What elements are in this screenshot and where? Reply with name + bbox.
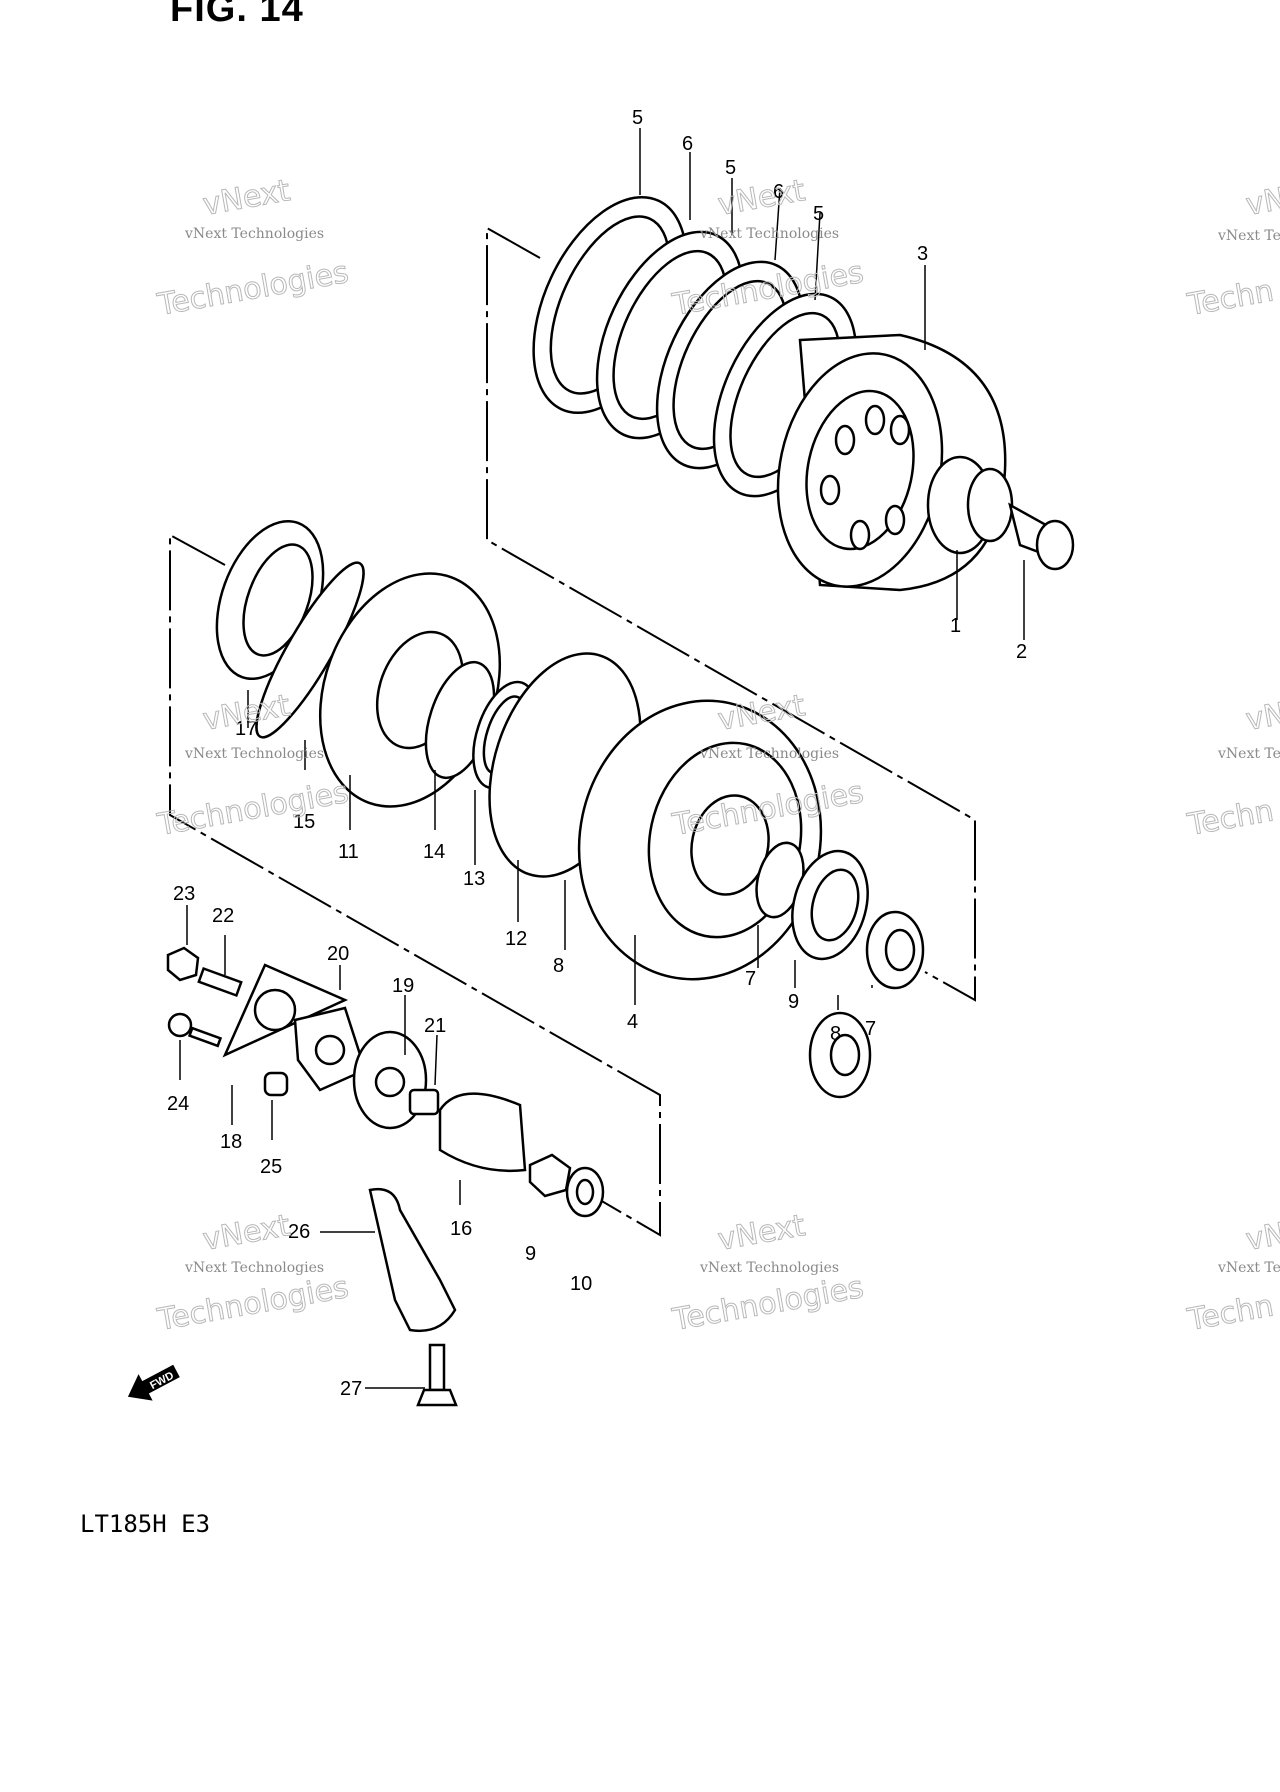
nut-12: [528, 1153, 572, 1198]
svg-text:vNext Technologies: vNext Technologies: [184, 226, 324, 242]
callout-25: 22: [212, 905, 234, 927]
svg-text:Technologies: Technologies: [154, 1270, 351, 1338]
callout-23: 20: [327, 943, 349, 965]
callout-19: 16: [450, 1218, 472, 1240]
svg-text:Techn: Techn: [1184, 1288, 1276, 1338]
callout-4: 4: [627, 1011, 638, 1033]
svg-text:vNext: vNext: [715, 173, 808, 223]
svg-text:Techn: Techn: [1184, 793, 1276, 843]
bearing-9: [791, 849, 869, 961]
primary-driven-gear: [926, 455, 1014, 555]
svg-text:vN: vN: [1243, 1216, 1280, 1257]
callout-29: 26: [288, 1221, 310, 1243]
collar-28: [263, 1071, 289, 1097]
callout-28: 25: [260, 1156, 282, 1178]
callout-26: 23: [173, 883, 195, 905]
model-label: LT185H E3: [80, 1510, 211, 1538]
callout-5: 5: [813, 203, 824, 225]
bolt-27: [167, 1012, 223, 1048]
spring-24: [408, 1088, 440, 1116]
svg-text:vNext Te: vNext Te: [1217, 746, 1280, 762]
svg-text:vNext: vNext: [715, 1208, 808, 1258]
callout-24: 21: [424, 1015, 446, 1037]
hub-7: [865, 910, 925, 990]
callout-17: 14: [423, 841, 445, 863]
svg-text:vNext Te: vNext Te: [1217, 228, 1280, 244]
spacer: [1008, 502, 1075, 571]
svg-text:vNext: vNext: [200, 688, 293, 738]
svg-text:vNext: vNext: [200, 173, 293, 223]
svg-text:Technologies: Technologies: [154, 775, 351, 843]
leader-lines: [179, 128, 1025, 1389]
washer-13: [565, 1166, 605, 1218]
nut-26: [166, 946, 200, 982]
callout-16: 13: [463, 868, 485, 890]
figure-title: FIG. 14: [170, 0, 304, 30]
fwd-arrow-icon: FWD: [127, 1364, 180, 1401]
callout-5: 5: [632, 107, 643, 129]
svg-text:vNext Technologies: vNext Technologies: [184, 1260, 324, 1276]
cover-plate-21: [222, 963, 349, 1058]
bolt-30: [416, 1343, 458, 1407]
fwd-label: FWD: [148, 1370, 176, 1392]
callout-3: 3: [917, 243, 928, 265]
svg-text:vNext Technologies: vNext Technologies: [699, 1260, 839, 1276]
svg-text:vNext Technologies: vNext Technologies: [699, 746, 839, 762]
callout-8: 8: [830, 1023, 841, 1045]
callout-14: 11: [338, 841, 359, 863]
callout-labels: 5 6 5 6 5 3 1 2 17 15 11 14 13 12 8 4 7 …: [167, 107, 1027, 1400]
svg-text:vN: vN: [1243, 696, 1280, 737]
callout-15: 12: [505, 928, 527, 950]
callout-21: 18: [220, 1131, 242, 1153]
svg-text:Technologies: Technologies: [154, 255, 351, 323]
svg-text:vNext Technologies: vNext Technologies: [184, 746, 324, 762]
callout-13: 10: [570, 1273, 592, 1295]
callout-5: 5: [725, 157, 736, 179]
svg-text:vNext: vNext: [200, 1208, 293, 1258]
release-arm-29: [368, 1187, 457, 1333]
svg-text:vNext: vNext: [715, 688, 808, 738]
svg-text:Techn: Techn: [1184, 273, 1276, 323]
callout-6: 6: [773, 181, 784, 203]
callout-11: 8: [553, 955, 564, 977]
callout-1: 1: [950, 615, 961, 637]
svg-text:vN: vN: [1243, 181, 1280, 222]
callout-10: 7: [745, 968, 756, 990]
callout-7: 7: [865, 1018, 876, 1040]
callout-12: 9: [525, 1243, 536, 1265]
stud-25: [197, 966, 243, 998]
callout-22: 19: [392, 975, 414, 997]
callout-30: 27: [340, 1378, 362, 1400]
clutch-housing-assembly: [532, 195, 1075, 592]
release-cam-19: [438, 1092, 527, 1173]
svg-text:Technologies: Technologies: [669, 1270, 866, 1338]
callout-18: 15: [293, 811, 315, 833]
gasket-23: [293, 1006, 367, 1092]
svg-text:vNext Te: vNext Te: [1217, 1260, 1280, 1276]
hub-8: [808, 1011, 872, 1099]
callout-27: 24: [167, 1093, 189, 1115]
svg-text:vNext Technologies: vNext Technologies: [699, 226, 839, 242]
assembly-outline: [169, 226, 976, 1237]
callout-2: 2: [1016, 641, 1027, 663]
callout-20: 17: [235, 718, 257, 740]
callout-6: 6: [682, 133, 693, 155]
cam-plate-22: [352, 1030, 428, 1130]
callout-9: 9: [788, 991, 799, 1013]
